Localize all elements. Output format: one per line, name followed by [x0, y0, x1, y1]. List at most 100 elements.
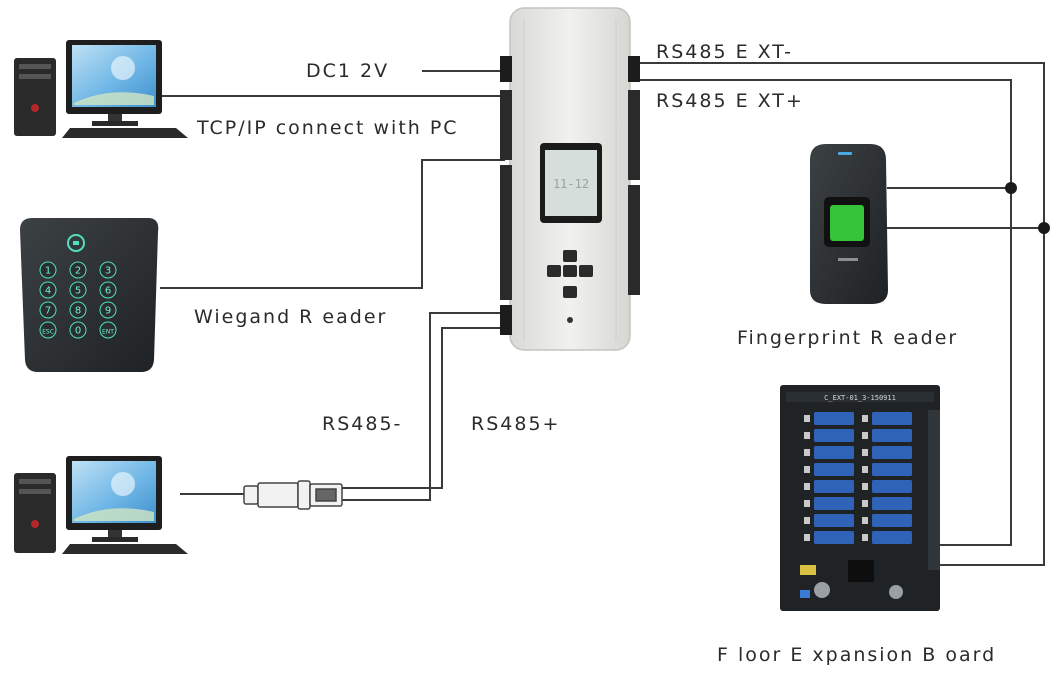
relay-led [804, 517, 810, 524]
board-capacitor [814, 582, 830, 598]
relay [872, 514, 912, 527]
relay [872, 480, 912, 493]
relay [814, 514, 854, 527]
relay-led [862, 483, 868, 490]
keypad-key: 1 [39, 261, 57, 279]
pc-tower [14, 473, 56, 553]
relay-led [862, 500, 868, 507]
terminal-block [500, 90, 512, 160]
keypad-key: 7 [39, 301, 57, 319]
relay [814, 412, 854, 425]
relay-led [804, 449, 810, 456]
label-dc12v: DC1 2V [306, 60, 390, 82]
terminal-block [500, 305, 512, 335]
wire-ext-minus-down [940, 228, 1045, 566]
junction-dot [1038, 222, 1050, 234]
keypad-key: 3 [99, 261, 117, 279]
svg-text:4: 4 [45, 286, 51, 297]
svg-text:ENT: ENT [102, 329, 114, 336]
svg-text:5: 5 [75, 286, 81, 297]
svg-text:11-12: 11-12 [553, 177, 589, 191]
relay-led [804, 432, 810, 439]
wire-rs485-ext-minus [632, 62, 1045, 228]
label-fingerprint-reader: Fingerprint R eader [737, 327, 959, 349]
wire-rs485-plus [340, 327, 505, 489]
svg-text:9: 9 [105, 306, 111, 317]
fingerprint-sensor [830, 205, 864, 241]
svg-text:7: 7 [45, 306, 51, 317]
wiegand-reader-device [20, 218, 159, 372]
board-capacitor [889, 585, 903, 599]
pc-keyboard [62, 544, 188, 554]
keypad-key: ENT [99, 321, 117, 339]
reader-body [20, 218, 159, 372]
keypad-key: 6 [99, 281, 117, 299]
terminal-block [500, 56, 512, 82]
relay [872, 412, 912, 425]
relay-led [804, 534, 810, 541]
controller-nav-key [579, 265, 593, 277]
label-rs485-ext-plus: RS485 E XT+ [656, 90, 804, 112]
relay-led [862, 432, 868, 439]
svg-text:2: 2 [75, 266, 81, 277]
label-rs485-ext-minus: RS485 E XT- [656, 41, 794, 63]
terminal-block [500, 165, 512, 300]
access-controller: 11-12 [500, 7, 640, 351]
relay [814, 480, 854, 493]
relay-led [804, 483, 810, 490]
board-terminal-strip [928, 410, 940, 570]
svg-text:8: 8 [75, 306, 81, 317]
keypad-key: 2 [69, 261, 87, 279]
keypad-key: 9 [99, 301, 117, 319]
keypad-key: ESC [39, 321, 57, 339]
relay [872, 497, 912, 510]
wire-ext-plus-down [940, 188, 1012, 546]
relay-led [862, 449, 868, 456]
relay-led [804, 466, 810, 473]
label-floor-expansion-board: F loor E xpansion B oard [717, 644, 997, 666]
keypad-key: 4 [39, 281, 57, 299]
pc-top [14, 40, 188, 138]
floor-expansion-board-device: C_EXT-01_3-150911 [780, 385, 940, 611]
keypad-key: 5 [69, 281, 87, 299]
controller-nav-key [563, 250, 577, 262]
svg-text:6: 6 [105, 286, 111, 297]
relay-bank [804, 412, 912, 544]
label-rs485-plus: RS485+ [471, 413, 561, 435]
board-chip [848, 560, 874, 582]
controller-nav-key [563, 265, 577, 277]
svg-text:3: 3 [105, 266, 111, 277]
terminal-block [628, 185, 640, 295]
wire-wiegand [160, 159, 505, 289]
relay [814, 446, 854, 459]
relay [814, 463, 854, 476]
label-wiegand-reader: Wiegand R eader [194, 306, 388, 328]
label-rs485-minus: RS485- [322, 413, 403, 435]
relay-led [804, 415, 810, 422]
pc-keyboard [62, 128, 188, 138]
relay [872, 446, 912, 459]
relay-led [862, 517, 868, 524]
svg-text:0: 0 [75, 326, 81, 337]
relay-led [862, 415, 868, 422]
wire-rs485-minus [340, 312, 505, 501]
card-sensor-icon [67, 234, 85, 252]
keypad-key: 0 [69, 321, 87, 339]
rs485-converter-connector [243, 480, 343, 510]
terminal-block [628, 90, 640, 180]
wires-group [160, 62, 1045, 566]
pc-bottom [14, 456, 188, 554]
svg-text:1: 1 [45, 266, 51, 277]
fingerprint-reader-device [810, 144, 888, 304]
relay [872, 463, 912, 476]
relay [872, 531, 912, 544]
board-header-text: C_EXT-01_3-150911 [824, 394, 896, 402]
relay [814, 429, 854, 442]
relay [814, 497, 854, 510]
label-tcpip: TCP/IP connect with PC [197, 117, 459, 139]
svg-text:ESC: ESC [42, 329, 54, 336]
controller-nav-key [563, 286, 577, 298]
